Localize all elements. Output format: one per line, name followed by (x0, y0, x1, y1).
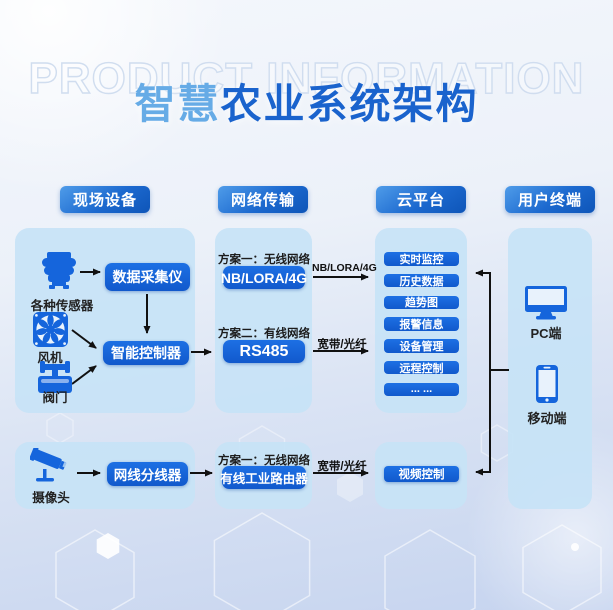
pc-label: PC端 (530, 326, 562, 341)
cloud-service-more: ... ... (384, 382, 459, 396)
plan3-title: 方案一：无线网络 (218, 455, 310, 467)
header-cloud-platform: 云平台 (376, 186, 466, 213)
page-title-light-part: 智慧 (134, 81, 221, 127)
plan1-title: 方案一：无线网络 (218, 254, 310, 266)
panel-network (215, 228, 312, 413)
cloud-service-remote: 远程控制 (384, 360, 459, 375)
page-title-dark-part: 农业系统架构 (220, 81, 479, 127)
cloud-service-trend: 趋势图 (384, 295, 459, 309)
sensor-label: 各种传感器 (30, 299, 94, 313)
data-collector-box: 数据采集仪 (105, 263, 190, 291)
page-title: 智慧农业系统架构 (0, 70, 613, 130)
cloud-service-list: 实时监控 历史数据 趋势图 报警信息 设备管理 远程控制 ... ... (384, 252, 459, 396)
cloud-service-alarm: 报警信息 (384, 317, 459, 331)
nb-lora-4g-box: NB/LORA/4G (221, 266, 307, 289)
camera-label: 摄像头 (32, 491, 70, 505)
header-field-devices: 现场设备 (60, 186, 150, 213)
wireless-link-label: NB/LORA/4G (312, 262, 377, 274)
cable-splitter-box: 网线分线器 (107, 462, 188, 486)
rs485-box: RS485 (223, 340, 305, 363)
watermark-text: PRODUCT INFORMATION (28, 53, 585, 103)
header-network: 网络传输 (218, 186, 308, 213)
sensor-icon (42, 252, 76, 289)
camera-icon (30, 448, 67, 482)
plan2-title: 方案二：有线网络 (218, 328, 310, 340)
mobile-icon (536, 365, 558, 403)
valve-label: 阀门 (42, 391, 68, 405)
valve-icon (38, 361, 72, 393)
fiber-link-label-top: 宽带/光纤 (317, 339, 367, 351)
fan-icon (33, 312, 68, 347)
fiber-link-label-bottom: 宽带/光纤 (317, 461, 367, 473)
smart-controller-box: 智能控制器 (103, 341, 189, 365)
cloud-service-device: 设备管理 (384, 339, 459, 353)
industrial-router-box: 有线工业路由器 (220, 466, 308, 489)
header-user-terminal: 用户终端 (505, 186, 595, 213)
cloud-service-history: 历史数据 (384, 273, 459, 288)
pc-icon (525, 286, 567, 320)
video-control-box: 视频控制 (384, 466, 459, 482)
cloud-service-realtime: 实时监控 (384, 252, 459, 266)
mobile-label: 移动端 (527, 411, 567, 426)
